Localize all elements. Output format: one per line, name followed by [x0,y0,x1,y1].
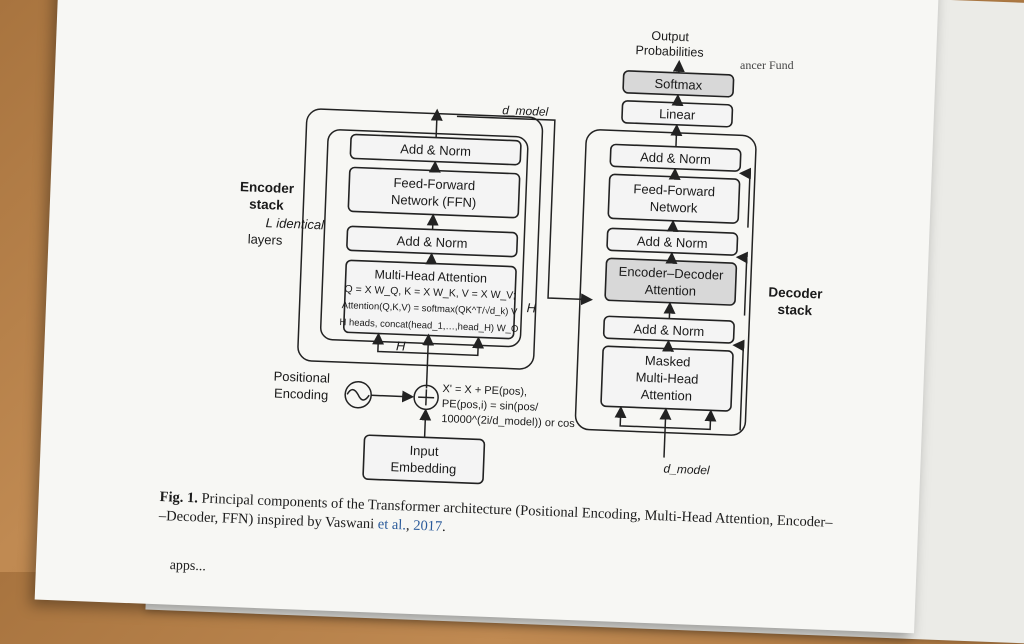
transformer-diagram: Add & Norm Feed-Forward Network (FFN) Ad… [0,0,1024,572]
formula-line2: PE(pos,i) = sin(pos/ [442,398,540,414]
dec-q-arrow [620,409,666,428]
formula-line3: 10000^(2i/d_model)) or cos [441,413,575,430]
decoder-stack-label-1: Decoder [768,284,823,301]
caption-end: . [442,519,446,535]
enc-h-right: H [526,300,537,315]
masked-label-3: Attention [640,387,692,404]
encoder-stack-label-3: L identical [265,215,325,232]
enc-dec-label-2: Attention [644,282,696,299]
dec-add-norm-3-label: Add & Norm [633,321,704,339]
dec-add-norm-2-label: Add & Norm [637,233,708,251]
enc-input-arrow [426,336,428,388]
enc-add-norm-top-label: Add & Norm [400,141,471,159]
dec-input-arrow [664,411,666,458]
dec-residual-1 [732,345,743,430]
enc-v-arrow [428,337,479,355]
dec-ffn-label-2: Network [650,199,699,216]
masked-label-2: Multi-Head [635,369,698,386]
enc-ffn-box [348,167,520,217]
input-embedding-box [363,435,485,484]
dec-ffn-label-1: Feed-Forward [633,181,715,199]
encoder-stack-label-4: layers [247,231,283,247]
enc-add-norm-mid-label: Add & Norm [396,233,467,251]
decoder-stack-label-2: stack [777,302,813,318]
encoder-stack-label-2: stack [249,196,285,212]
enc-ffn-label-1: Feed-Forward [393,175,475,193]
caption-year-link[interactable]: 2017 [413,518,443,535]
dec-residual-2 [737,257,747,315]
encoder-stack-label-1: Encoder [240,179,295,196]
dec-v-arrow [665,411,711,430]
output-label-2: Probabilities [635,43,704,60]
enc-top-arrow [436,112,437,138]
enc-h-bottom: H [396,338,407,353]
bottom-partial-text: apps... [169,558,206,575]
dec-ffn-box [608,174,740,223]
input-embedding-label-1: Input [409,443,439,459]
dec-residual-3 [740,173,750,227]
output-label-1: Output [651,29,690,44]
pos-enc-arrow [371,395,411,397]
formula-line1: X' = X + PE(pos), [442,383,527,398]
dec-add-norm-top-label: Add & Norm [640,149,711,167]
enc-dmodel-label: d_model [502,103,549,119]
masked-label-1: Masked [645,353,691,370]
input-to-plus-arrow [425,411,426,437]
softmax-label: Softmax [654,76,703,93]
pos-enc-label-1: Positional [273,369,330,386]
pos-enc-label-2: Encoding [274,386,329,403]
plus-symbol [418,389,435,406]
input-embedding-label-2: Embedding [390,459,456,477]
dec-to-linear-arrow [676,127,677,147]
linear-label: Linear [659,106,696,122]
dec-norm3-arrow [669,305,670,319]
caption-fig-label: Fig. 1. [159,489,198,506]
dec-dmodel-label: d_model [663,462,710,478]
sine-wave-curve [347,389,369,400]
caption-et-al-link[interactable]: et al. [378,516,407,533]
